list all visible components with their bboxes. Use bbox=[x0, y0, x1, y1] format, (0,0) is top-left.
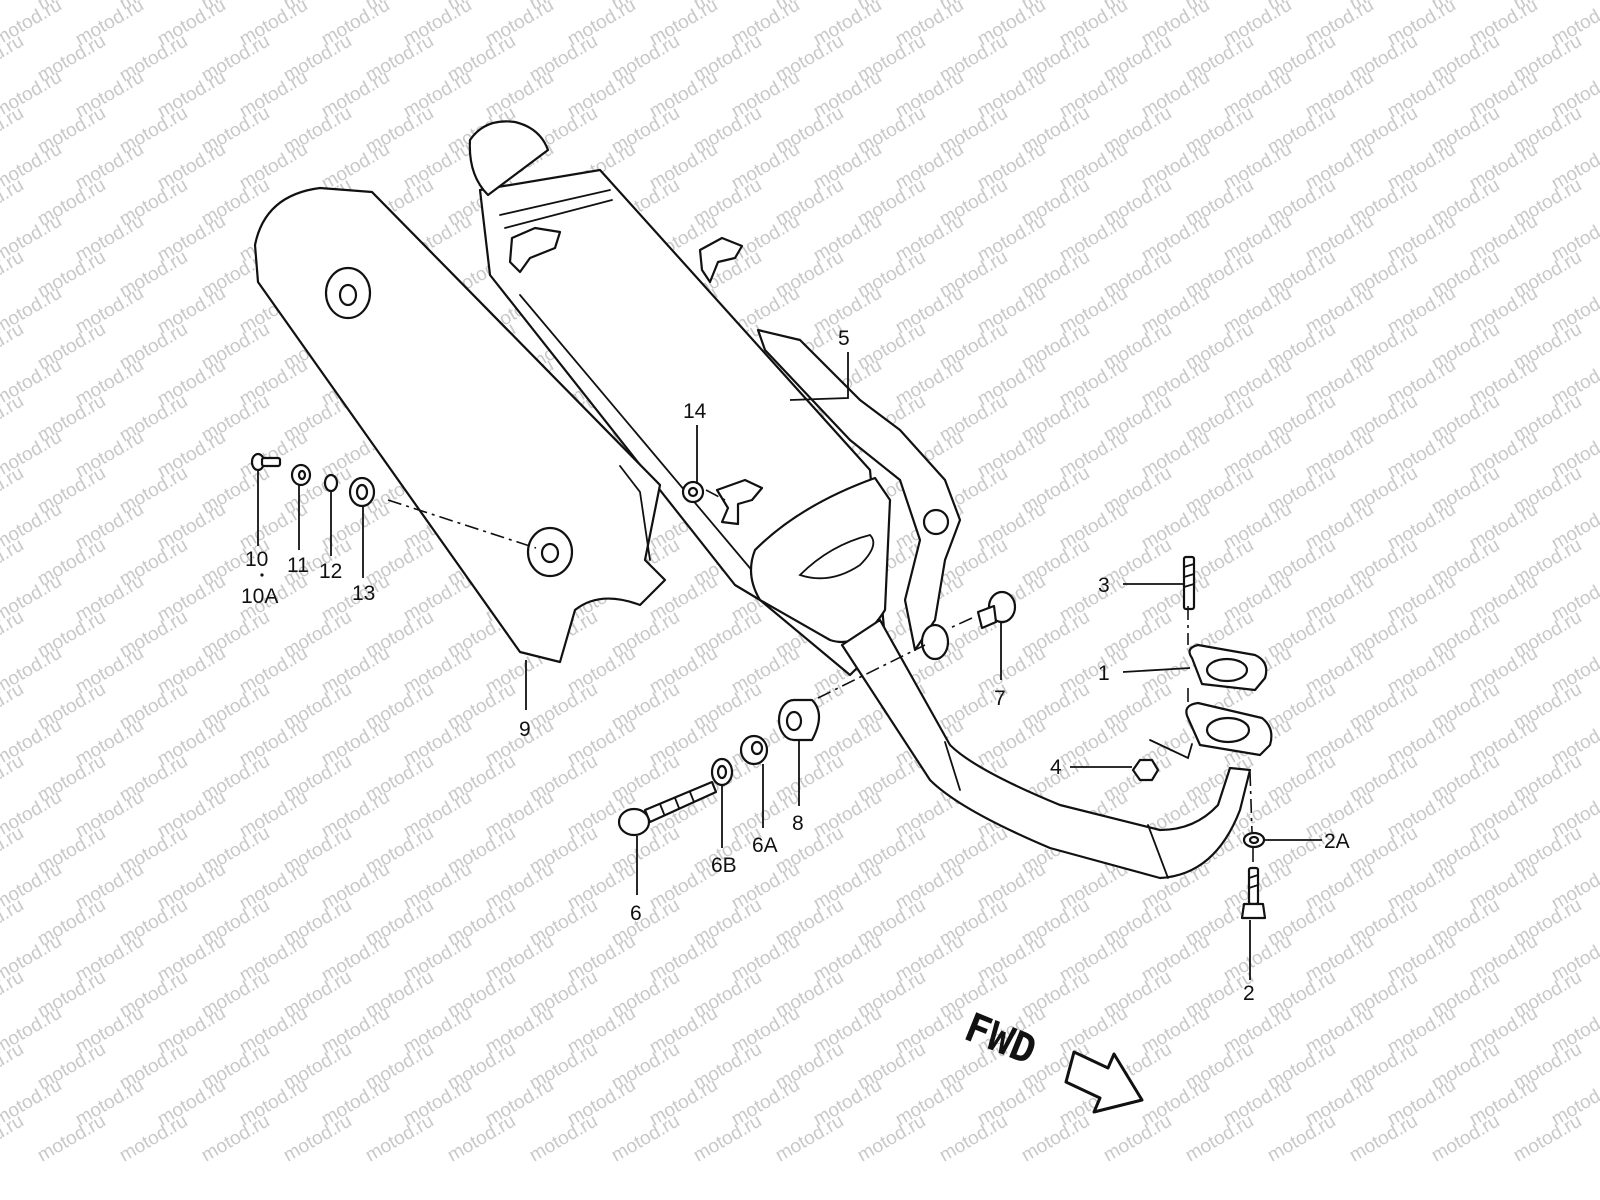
watermark-text: motod.ru bbox=[0, 247, 27, 303]
watermark-text: motod.ru bbox=[0, 175, 27, 231]
stud bbox=[1182, 555, 1196, 611]
callout-1: 1 bbox=[1098, 662, 1110, 685]
watermark-text: motod.ru bbox=[0, 319, 27, 375]
collar-12 bbox=[323, 473, 339, 493]
callout-2a: 2A bbox=[1324, 830, 1350, 853]
watermark-text: motod.ru bbox=[854, 1111, 929, 1167]
watermark-text: motod.ru bbox=[0, 463, 27, 519]
callout-3: 3 bbox=[1098, 574, 1110, 597]
watermark-text: motod.ru bbox=[1510, 1111, 1585, 1167]
callout-labels: 3 1 4 5 14 9 7 2A 2 6 6B 6A 8 10 10A 11 … bbox=[241, 327, 1350, 1005]
assembly-lines bbox=[387, 489, 1254, 866]
callout-8: 8 bbox=[792, 812, 804, 835]
nut-14 bbox=[681, 480, 705, 504]
forward-arrow-icon bbox=[1064, 1050, 1144, 1114]
watermark-text: motod.ru bbox=[936, 1111, 1011, 1167]
watermark-text: motod.ru bbox=[0, 391, 27, 447]
callout-5: 5 bbox=[838, 327, 850, 350]
watermark-text: motod.ru bbox=[0, 103, 27, 159]
callout-13: 13 bbox=[352, 582, 375, 605]
callout-14: 14 bbox=[683, 400, 707, 423]
callout-6b: 6B bbox=[711, 854, 737, 877]
washer-11 bbox=[290, 463, 312, 487]
washer-6a bbox=[739, 734, 769, 766]
watermark-text: motod.ru bbox=[0, 31, 27, 87]
callout-10a: 10A bbox=[241, 585, 278, 608]
exhaust-gasket bbox=[1188, 643, 1268, 692]
watermark-text: motod.ru bbox=[0, 751, 27, 807]
muffler-body bbox=[468, 120, 962, 677]
watermark-text: motod.ru bbox=[772, 1111, 847, 1167]
watermark-text: motod.ru bbox=[0, 607, 27, 663]
bolt-7 bbox=[976, 590, 1017, 630]
watermark-text: motod.ru bbox=[1018, 1111, 1093, 1167]
watermark-text: motod.ru bbox=[526, 1111, 601, 1167]
spring-washer-6b bbox=[710, 757, 734, 787]
bolt-6 bbox=[617, 780, 718, 837]
nut bbox=[1131, 758, 1160, 782]
callout-12: 12 bbox=[319, 560, 342, 583]
heat-shield bbox=[253, 186, 667, 664]
callout-9: 9 bbox=[519, 718, 531, 741]
callout-7: 7 bbox=[994, 687, 1006, 710]
watermark-text: motod.ru bbox=[0, 535, 27, 591]
grommet-13 bbox=[348, 476, 376, 508]
watermark-text: motod.ru bbox=[1428, 1111, 1503, 1167]
watermark-text: motod.ru bbox=[362, 1111, 437, 1167]
watermark-text: motod.ru bbox=[0, 1039, 27, 1095]
exhaust-pipe bbox=[840, 618, 1252, 880]
callout-4: 4 bbox=[1050, 756, 1062, 779]
callout-11: 11 bbox=[287, 554, 309, 577]
exhaust-flange bbox=[1149, 701, 1273, 760]
watermark-text: motod.ru bbox=[1182, 1111, 1257, 1167]
watermark-text: motod.ru bbox=[116, 1111, 191, 1167]
watermark-text: motod.ru bbox=[198, 1111, 273, 1167]
callout-2: 2 bbox=[1243, 982, 1255, 1005]
watermark-text: motod.ru bbox=[0, 1111, 27, 1167]
watermark-text: motod.ru bbox=[0, 679, 27, 735]
screw-10 bbox=[250, 452, 282, 472]
watermark-text: motod.ru bbox=[1100, 1111, 1175, 1167]
leader-lines bbox=[257, 352, 1322, 980]
watermark-text: motod.ru bbox=[1264, 1111, 1339, 1167]
watermark-text: motod.ru bbox=[0, 895, 27, 951]
watermark-text: motod.ru bbox=[690, 1111, 765, 1167]
watermark-text: motod.ru bbox=[444, 1111, 519, 1167]
watermark-text: motod.ru bbox=[1346, 1111, 1421, 1167]
callout-6a: 6A bbox=[752, 834, 778, 857]
bolt-2 bbox=[1240, 866, 1267, 920]
bushing-8 bbox=[777, 698, 821, 742]
watermark-text: motod.ru bbox=[34, 1111, 109, 1167]
callout-6: 6 bbox=[630, 902, 642, 925]
watermark-text: motod.ru bbox=[0, 823, 27, 879]
watermark-text: motod.ru bbox=[0, 967, 27, 1023]
watermark-text: motod.ru bbox=[608, 1111, 683, 1167]
watermark-text: motod.ru bbox=[280, 1111, 355, 1167]
washer-2a bbox=[1242, 831, 1266, 849]
callout-10: 10 bbox=[245, 548, 268, 571]
